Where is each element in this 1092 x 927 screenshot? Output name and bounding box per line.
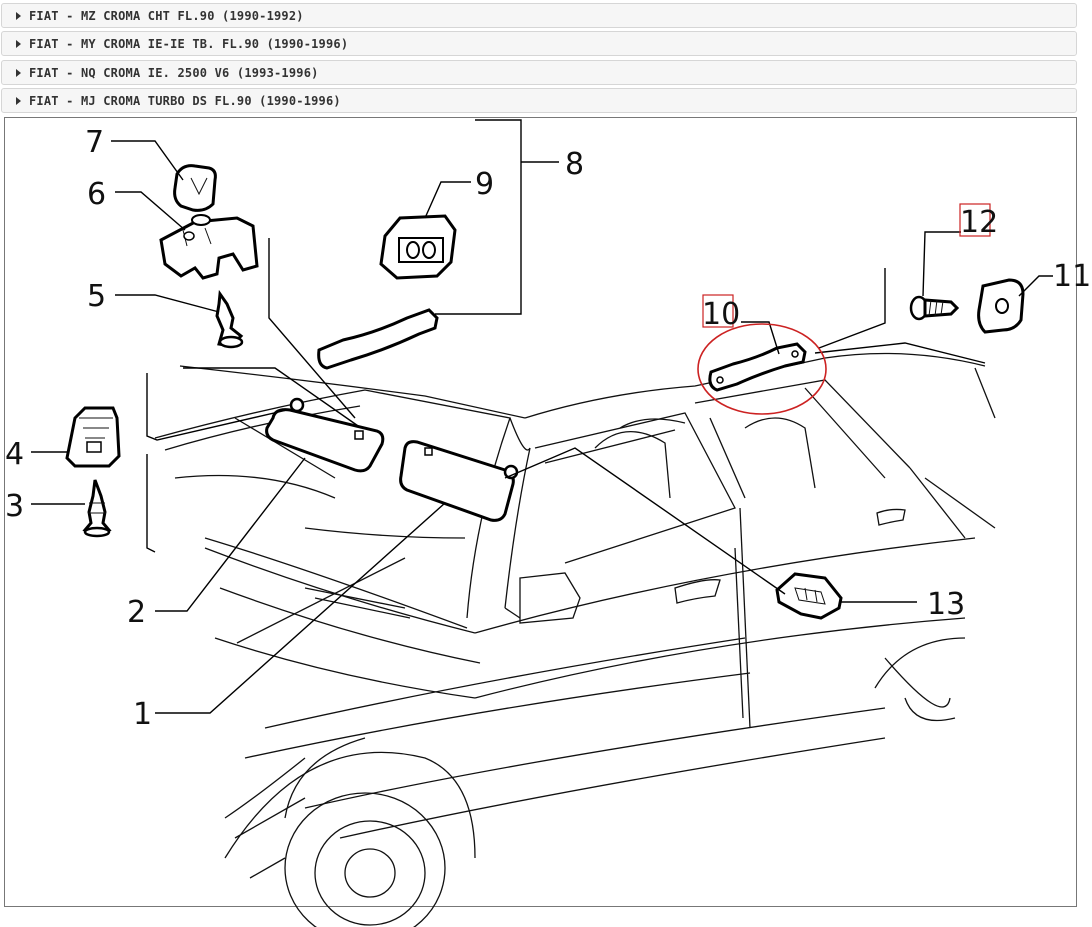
leader-lines	[31, 119, 1053, 714]
part-3-pin	[82, 479, 112, 538]
part-7-cap	[173, 164, 217, 212]
vehicle-row-my-croma[interactable]: FIAT - MY CROMA IE-IE TB. FL.90 (1990-19…	[1, 31, 1077, 56]
expand-caret-icon	[16, 96, 21, 105]
highlight-marks	[697, 203, 991, 415]
callout-12-highlight-box	[959, 203, 991, 237]
callout-4[interactable]: 4	[5, 437, 24, 472]
callout-9[interactable]: 9	[475, 167, 494, 202]
part-8-grab-handle	[317, 308, 439, 370]
car-body-drawing	[154, 352, 996, 927]
expand-caret-icon	[16, 39, 21, 48]
vehicle-row-label: FIAT - MJ CROMA TURBO DS FL.90 (1990-199…	[29, 93, 341, 108]
part-11-cap	[977, 278, 1025, 334]
parts-diagram: 1 2 3 4 5 6 7 8 9 10 11 12 13	[4, 117, 1091, 927]
vehicle-row-mz-croma[interactable]: FIAT - MZ CROMA CHT FL.90 (1990-1992)	[1, 3, 1077, 28]
callout-5[interactable]: 5	[87, 279, 106, 314]
sun-visor-left	[265, 397, 385, 473]
callout-numbers: 1 2 3 4 5 6 7 8 9 10 11 12 13	[5, 125, 1091, 732]
part-10-grab-handle	[708, 342, 807, 392]
callout-10-highlight-box	[702, 294, 734, 328]
callout-7[interactable]: 7	[85, 125, 104, 160]
callout-1[interactable]: 1	[133, 697, 152, 732]
callout-2[interactable]: 2	[127, 595, 146, 630]
vehicle-row-mj-croma[interactable]: FIAT - MJ CROMA TURBO DS FL.90 (1990-199…	[1, 88, 1077, 113]
part-5-pin	[215, 289, 244, 349]
callout-11[interactable]: 11	[1053, 259, 1091, 294]
part-12-screw	[909, 295, 960, 321]
expand-caret-icon	[16, 11, 21, 20]
vehicle-row-label: FIAT - MZ CROMA CHT FL.90 (1990-1992)	[29, 8, 304, 23]
vehicle-row-label: FIAT - MY CROMA IE-IE TB. FL.90 (1990-19…	[29, 36, 349, 51]
part-4-clip	[65, 406, 121, 468]
callout-3[interactable]: 3	[5, 489, 24, 524]
parts-diagram-svg: 1 2 3 4 5 6 7 8 9 10 11 12 13	[5, 119, 1091, 927]
part-6-bracket	[159, 214, 259, 280]
part-9-light	[379, 214, 457, 280]
callout-6[interactable]: 6	[87, 177, 106, 212]
sun-visor-right	[399, 440, 519, 522]
vehicle-row-label: FIAT - NQ CROMA IE. 2500 V6 (1993-1996)	[29, 65, 319, 80]
callout-13[interactable]: 13	[927, 587, 965, 622]
callout-12[interactable]: 12	[960, 205, 998, 240]
part-10-highlight-ellipse	[697, 323, 827, 415]
callout-10[interactable]: 10	[702, 297, 740, 332]
expand-caret-icon	[16, 68, 21, 77]
part-13-lamp	[775, 572, 843, 620]
callout-8[interactable]: 8	[565, 147, 584, 182]
vehicle-row-nq-croma[interactable]: FIAT - NQ CROMA IE. 2500 V6 (1993-1996)	[1, 60, 1077, 85]
